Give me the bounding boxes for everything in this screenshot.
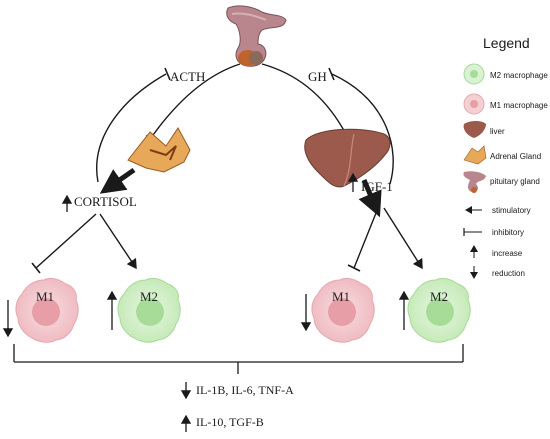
m2-macrophage-right: M2 [407,277,471,343]
legend-m1-macrophage-icon [463,93,485,115]
m1-label-right: M1 [332,289,350,304]
legend-m2-macrophage-icon [463,63,485,85]
liver-icon [304,128,391,188]
igf1-label: IGF-1 [361,179,393,194]
legend-pituitary-icon [463,171,486,193]
legend-label-inhibitory: inhibitory [492,228,524,237]
cytokines-increased-label: IL-10, TGF-B [196,415,264,429]
adrenal-gland-icon [127,127,191,173]
legend: Legend M2 macrophage M1 macrophage liver… [463,35,548,279]
legend-label-increase: increase [492,249,523,258]
legend-label-liver: liver [490,127,505,136]
legend-label-adrenal: Adrenal Gland [490,152,541,161]
legend-label-stimulatory: stimulatory [492,206,531,215]
m2-label-left: M2 [140,289,158,304]
m1-label-left: M1 [36,289,54,304]
legend-adrenal-icon [463,145,487,165]
m1-macrophage-right: M1 [311,277,375,343]
legend-label-reduction: reduction [492,269,525,278]
cytokines-reduced-label: IL-1B, IL-6, TNF-A [196,383,294,397]
cortisol-label: CORTISOL [74,194,137,209]
legend-liver-icon [463,121,486,138]
pituitary-gland-icon [226,5,287,67]
m2-macrophage-left: M2 [117,277,181,343]
m1-macrophage-left: M1 [15,277,79,343]
legend-inhibitory-icon [463,228,482,236]
gh-label: GH [308,69,327,84]
acth-label: ACTH [170,69,205,84]
legend-label-m2: M2 macrophage [490,71,548,80]
bracket [13,344,464,374]
legend-label-pituitary: pituitary gland [490,177,540,186]
legend-label-m1: M1 macrophage [490,101,548,110]
m2-label-right: M2 [430,289,448,304]
legend-title: Legend [483,35,530,51]
